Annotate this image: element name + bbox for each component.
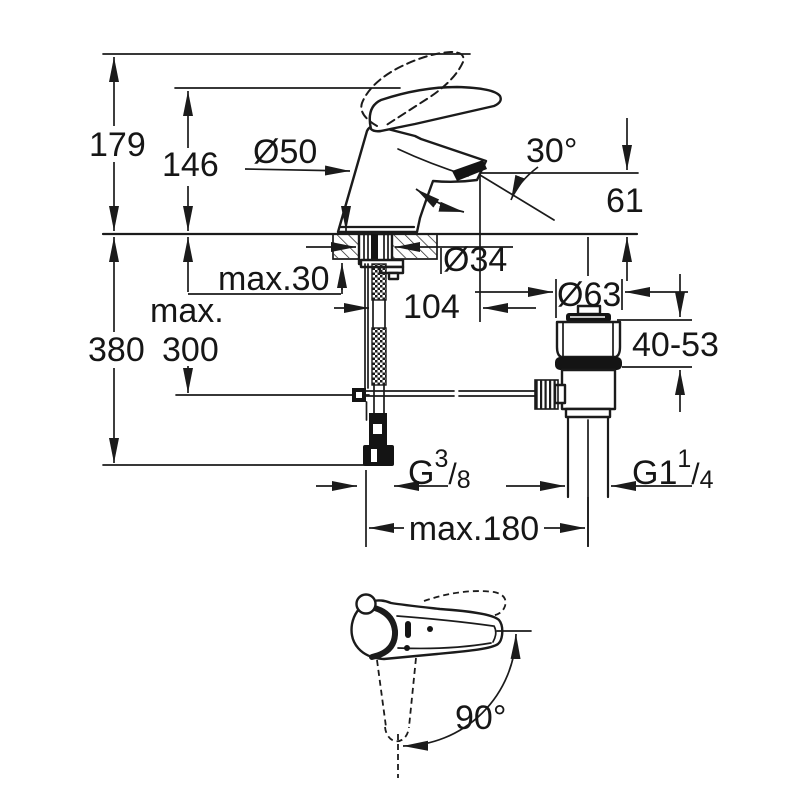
hose-nut-slit [371,449,377,462]
rod-vertical [364,263,369,389]
dim-dia34-label: Ø34 [443,241,507,279]
label-supply-thread-g38: G3/8 [316,445,471,494]
waste-body [560,368,617,411]
dim-deck-thickness-max30: max.30 [188,206,351,298]
rod-coupler-notch [356,392,362,398]
bracket-step [387,271,400,281]
temp-limiter-button [355,593,377,615]
dim-104-label: 104 [403,288,460,326]
waste-knurled-knob [534,379,559,410]
pull-rod [352,263,537,421]
waste-flange-lines [562,321,614,358]
dim-4053-label: 40-53 [632,326,719,364]
pop-up-drain [534,304,622,547]
dim-max30-label: max.30 [218,260,330,298]
dim-61-label: 61 [606,182,644,220]
hose-mid [372,299,386,329]
dim-swivel-90: 90° [402,630,532,751]
waste-thread-text: G11/4 [632,445,714,494]
dim-clamp-range-40-53: 40-53 [617,274,719,412]
dim-179-label: 179 [89,126,146,164]
shank-core [371,234,378,264]
handle-mark-dot-1 [427,626,433,632]
dim-max180-label: max.180 [409,510,539,548]
rod-horizontal [365,390,537,397]
dim-under-deck-380: 380 [88,237,145,463]
hose-braid-upper [371,263,387,301]
spout-axis-line [479,174,555,221]
dim-hole-diameter-34: Ø34 [306,241,513,279]
dim-30deg-label: 30° [526,132,577,170]
waste-collar [564,407,612,419]
dim-flange-diameter-63: Ø63 [475,237,688,318]
dim-centres-max180: max.180 [365,470,589,548]
dim-max300-label-line1: max. [150,292,224,330]
waste-flange [555,320,622,359]
faucet-body [336,124,488,234]
supply-hose [363,263,394,466]
dim-146-label: 146 [162,146,219,184]
spout-hidden-dashed [376,657,417,743]
dim-dia50-label: Ø50 [253,133,317,171]
dim-outlet-height-61: 61 [606,118,644,281]
dim-spout-reach-104: 104 [334,176,536,326]
lever-handle-raised-dashed [360,50,465,127]
dim-max300-label-line2: 300 [162,331,219,369]
handle-mark-bar [405,621,411,638]
top-view-handle: 90° [350,590,532,778]
dim-spout-angle-30: 30° [415,132,577,221]
dim-body-diameter-50: Ø50 [244,133,351,176]
aerator-icon [452,160,487,181]
waste-gasket [555,357,622,370]
hose-connector-notch [373,424,382,434]
lever-handle-closed [368,85,502,133]
hose-braid-lower [371,327,387,386]
shank-threads [363,233,389,265]
hose-tail [373,384,385,414]
label-waste-thread-g114: G11/4 [506,445,714,494]
dim-handle-height-146: 146 [162,91,219,231]
spout-sweep-arrow [415,188,465,213]
lever-solid [368,85,502,133]
dim-total-height-179: 179 [89,57,146,231]
handle-dome-crescent [368,604,399,660]
side-view: 179 146 380 max. 300 max.30 Ø50 [88,50,719,548]
dim-380-label: 380 [88,331,145,369]
swivel-arc [402,633,521,751]
dim-rod-length-max300: max. 300 [150,237,224,393]
waste-tailpipe [566,415,610,499]
lever-dashed [360,50,465,127]
hose-nut [363,445,394,466]
handle-mark-dot-2 [404,645,410,651]
body-silhouette [336,124,488,234]
deck-edge-right [391,233,438,260]
handle-swivel-dashed [423,590,507,617]
supply-thread-text: G3/8 [408,445,471,494]
dim-90deg-label: 90° [455,699,506,737]
dim-dia63-label: Ø63 [557,276,621,314]
